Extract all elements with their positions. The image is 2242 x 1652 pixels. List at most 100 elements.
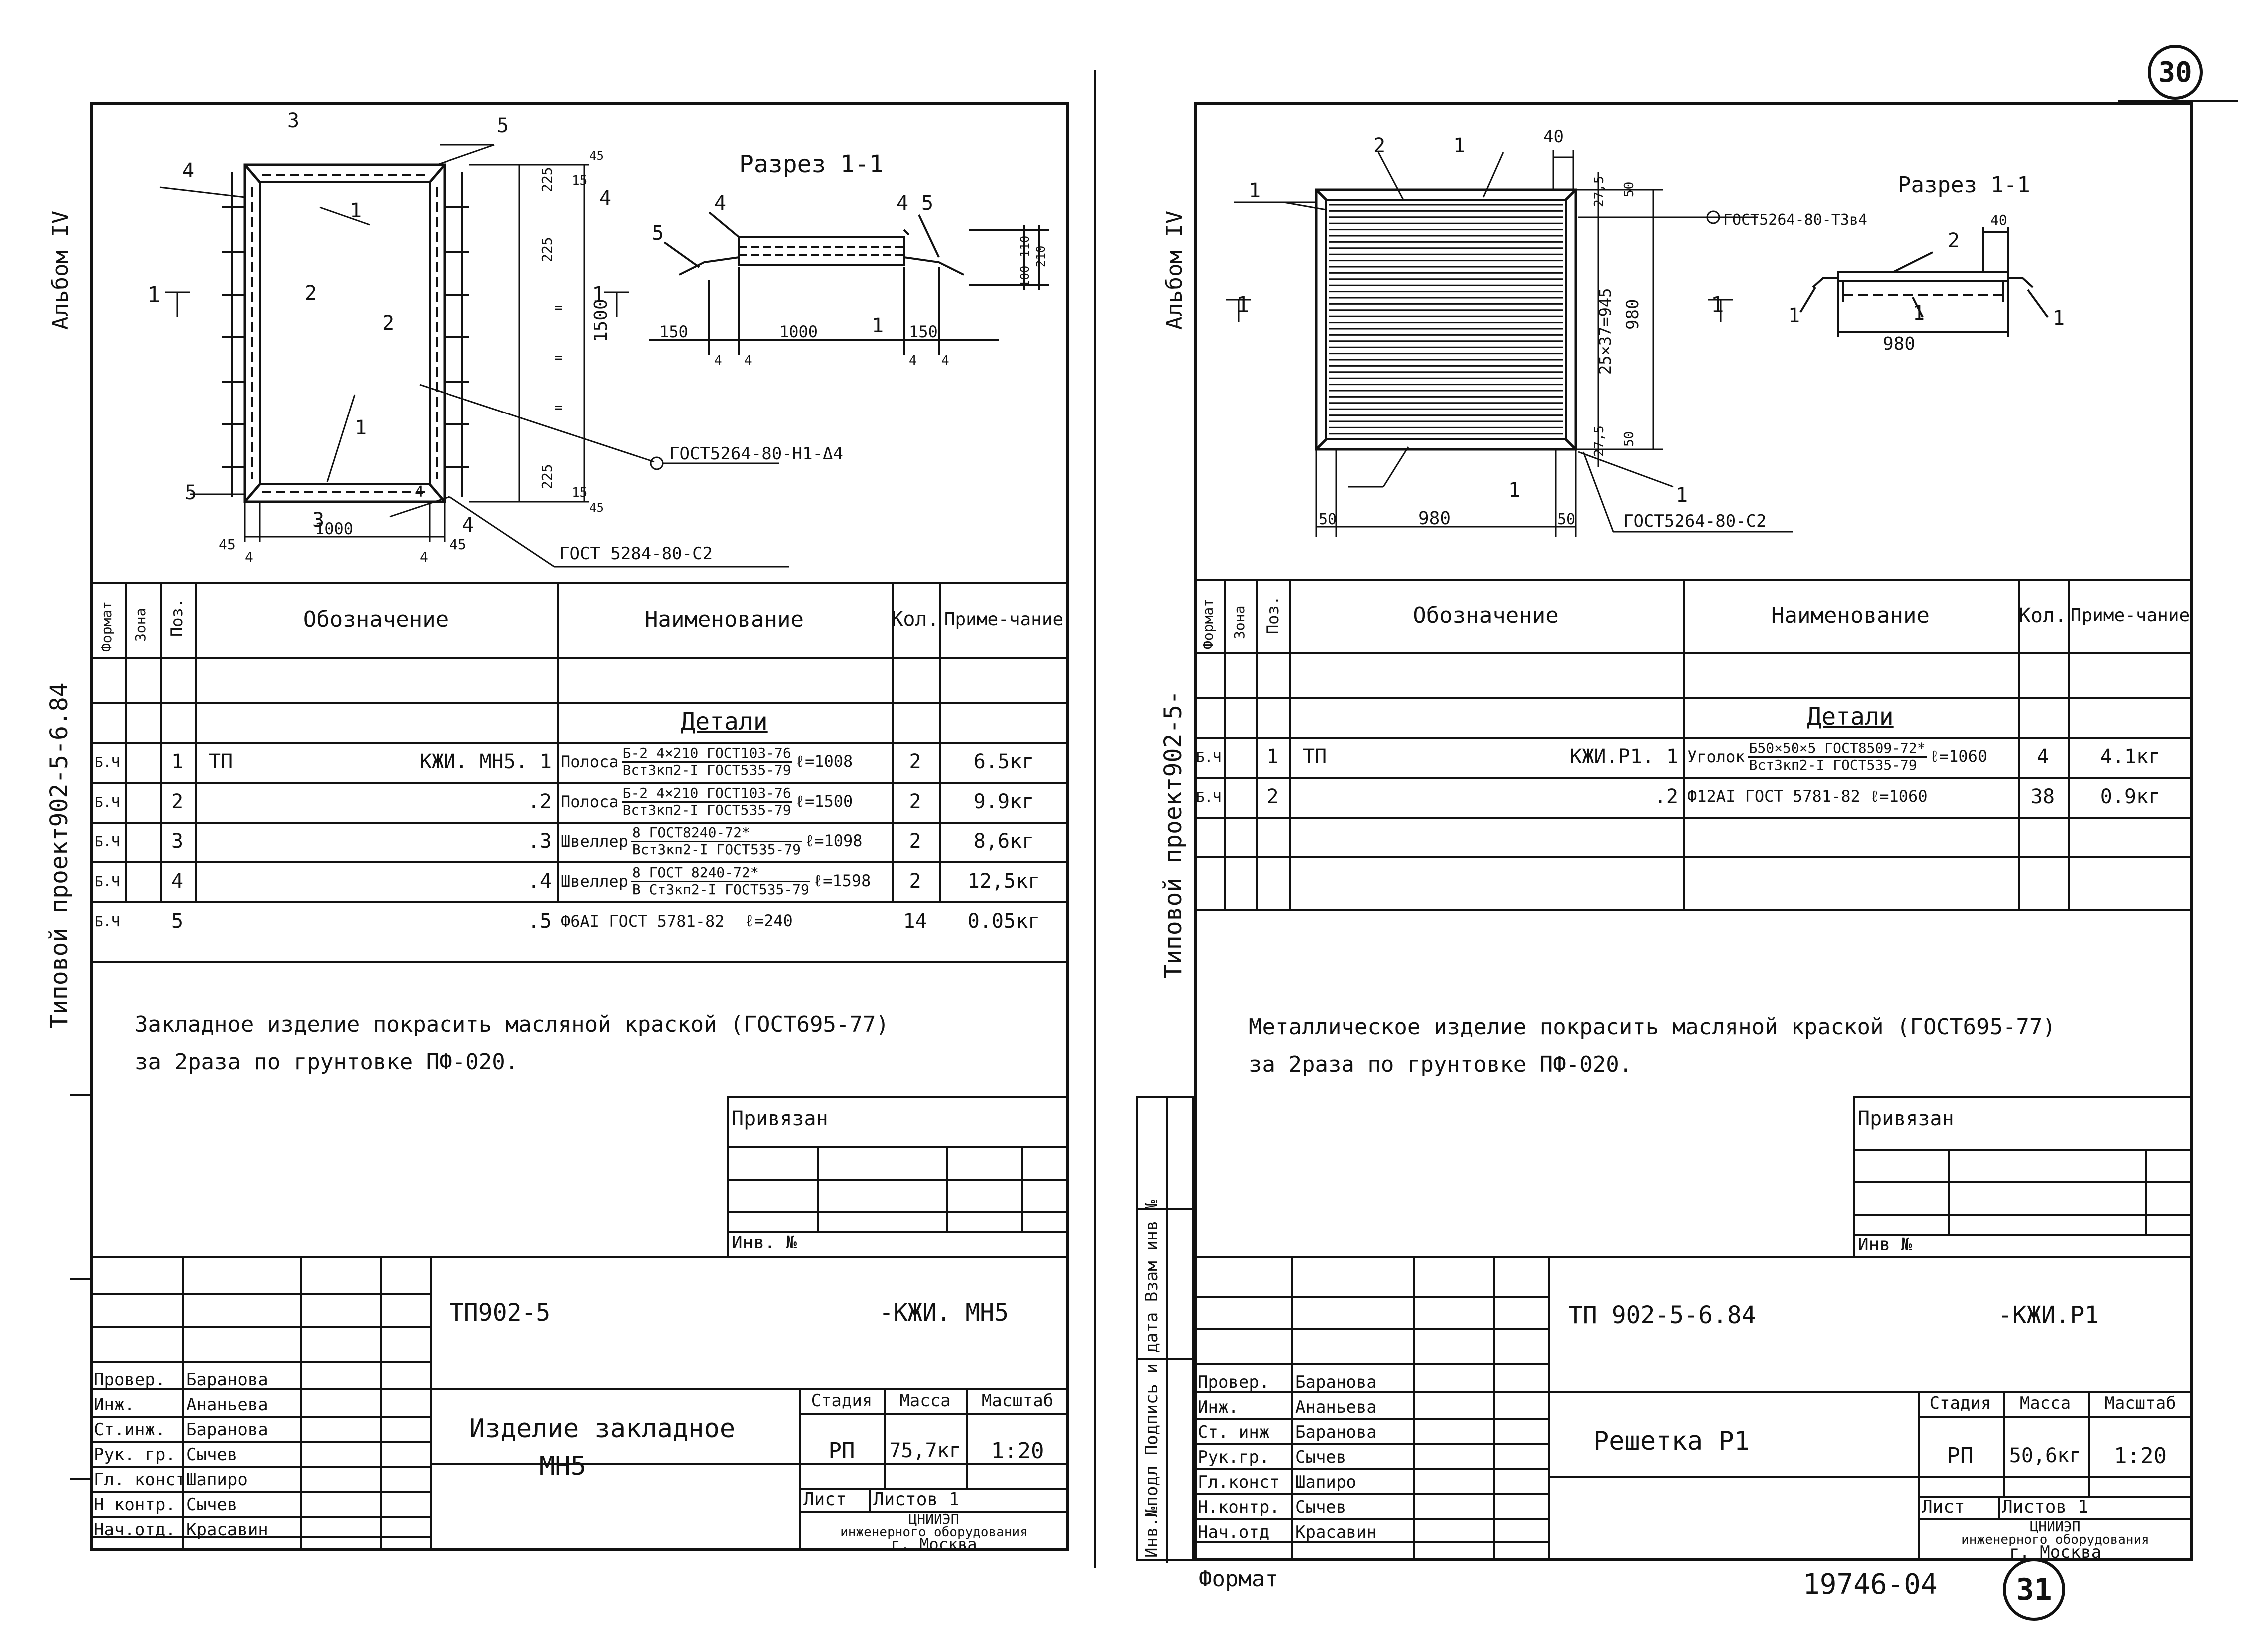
row-name-text: Ф6АI ГОСТ 5781-82 [561, 912, 725, 931]
top-rule [2118, 100, 2238, 102]
row-material-fraction: 8 ГОСТ8240-72*Вст3кп2-I ГОСТ535-79 [631, 825, 802, 858]
corner-number-text: 30 [2158, 56, 2192, 89]
svg-text:4: 4 [941, 353, 949, 368]
right-title-block: ТП 902-5-6.84 -КЖИ.Р1 Решетка Р1 Стадия … [1194, 1256, 2193, 1561]
svg-text:4: 4 [420, 549, 428, 565]
left-title-block: ТП902-5 -КЖИ. МН5 Изделие закладное МН5 … [90, 1256, 1069, 1552]
svg-text:1: 1 [592, 282, 605, 308]
svg-text:ГОСТ5264-80-Н1-Δ4: ГОСТ5264-80-Н1-Δ4 [669, 444, 843, 464]
signer-role: Гл. конст. [94, 1470, 182, 1490]
signer-role: Инж. [1198, 1397, 1239, 1417]
left-stage: РП [828, 1438, 855, 1464]
right-header-designation: Обозначение [1413, 603, 1559, 628]
right-header-pos: Поз. [1263, 595, 1282, 634]
right-inv: Инв № [1858, 1235, 1912, 1255]
svg-text:2: 2 [1373, 134, 1385, 157]
row-quantity: 2 [909, 750, 921, 773]
svg-text:=: = [554, 399, 563, 415]
row-material-steel: Вст3кп2-I ГОСТ535-79 [1749, 756, 1917, 773]
left-note-line2: за 2раза по грунтовке ПФ-020. [135, 1049, 519, 1075]
right-org-line2: инженерного оборудования [1961, 1533, 2149, 1546]
svg-text:Разрез 1-1: Разрез 1-1 [1898, 172, 2030, 198]
svg-text:25×37=945: 25×37=945 [1596, 288, 1615, 375]
row-quantity: 2 [909, 790, 921, 813]
svg-text:50: 50 [1622, 431, 1637, 447]
left-header-note: Приме-чание [944, 609, 1064, 630]
row-quantity: 14 [903, 910, 927, 933]
row-length: ℓ=1098 [805, 831, 863, 850]
svg-text:2: 2 [382, 312, 394, 335]
left-stage-label: Стадия [811, 1391, 873, 1411]
row-format: Б.Ч [94, 753, 120, 770]
svg-text:1: 1 [355, 416, 367, 439]
row-material-steel: Вст3кп2-I ГОСТ535-79 [622, 801, 791, 818]
signer-name: Сычев [1295, 1447, 1346, 1467]
svg-text:1: 1 [1676, 484, 1688, 507]
svg-text:5: 5 [497, 114, 509, 137]
row-note: 0.05кг [967, 910, 1040, 933]
margin-tick [70, 1478, 90, 1480]
fold-line [1094, 70, 1096, 1568]
svg-text:1500: 1500 [591, 299, 611, 342]
row-length: ℓ=1008 [795, 752, 853, 771]
right-stage: РП [1947, 1443, 1974, 1469]
left-header-qty: Кол. [892, 608, 939, 631]
left-code-right: -КЖИ. МН5 [879, 1299, 1009, 1327]
left-name-line2: МН5 [539, 1451, 586, 1481]
svg-text:=: = [554, 299, 563, 316]
row-length: ℓ=240 [744, 911, 793, 930]
right-sheet-frame [1194, 102, 2193, 1561]
left-album-label: Альбом IV [48, 210, 73, 330]
right-mass: 50,6кг [2009, 1444, 2082, 1467]
row-position: 4 [171, 870, 184, 893]
svg-text:ГОСТ 5284-80-С2: ГОСТ 5284-80-С2 [559, 544, 713, 564]
row-format: Б.Ч [94, 833, 120, 850]
left-scale-label: Масштаб [981, 1391, 1054, 1411]
row-material-fraction: Б50×50×5 ГОСТ8509-72*Вст3кп2-I ГОСТ535-7… [1748, 740, 1927, 773]
right-header-note: Приме-чание [2070, 605, 2190, 626]
row-material-profile: Б-2 4×210 ГОСТ103-76 [621, 745, 792, 763]
row-position: 5 [171, 910, 184, 933]
svg-text:4: 4 [415, 483, 424, 501]
signer-name: Баранова [1295, 1372, 1377, 1392]
signer-name: Красавин [186, 1520, 268, 1540]
format-label: Формат [1199, 1566, 1278, 1592]
row-material-steel: Вст3кп2-I ГОСТ535-79 [632, 841, 801, 858]
svg-text:27,5: 27,5 [1592, 425, 1607, 457]
svg-text:4: 4 [897, 192, 908, 215]
right-privyazan: Привязан [1858, 1107, 1954, 1130]
left-scale: 1:20 [991, 1438, 1044, 1464]
svg-text:1: 1 [1453, 134, 1465, 157]
svg-text:50: 50 [1557, 511, 1575, 528]
row-quantity: 4 [2036, 745, 2049, 768]
svg-text:1: 1 [1508, 479, 1520, 502]
svg-text:50: 50 [1622, 182, 1637, 197]
left-project-label: Типовой проект902-5-6.84 [45, 682, 73, 1029]
svg-text:1: 1 [1711, 292, 1724, 318]
row-format: Б.Ч [94, 873, 120, 890]
signer-role: Провер. [1198, 1372, 1270, 1392]
signer-role: Ст. инж [1198, 1422, 1270, 1442]
row-designation: .3 [527, 830, 552, 853]
left-header-name: Наименование [645, 606, 804, 632]
row-note: 0.9кг [2100, 785, 2161, 808]
signer-name: Сычев [1295, 1497, 1346, 1517]
right-scale-label: Масштаб [2104, 1393, 2176, 1413]
left-org-line2: инженерного оборудования [840, 1526, 1028, 1539]
signer-role: Рук.гр. [1198, 1447, 1270, 1467]
row-position: 3 [171, 830, 184, 853]
signer-name: Красавин [1295, 1522, 1377, 1542]
svg-text:1: 1 [1913, 302, 1925, 325]
row-name-text: Ф12АI ГОСТ 5781-82 ℓ=1060 [1687, 787, 1928, 806]
svg-text:225: 225 [539, 464, 555, 489]
right-mass-label: Масса [2019, 1393, 2071, 1413]
row-name-text: Полоса [561, 792, 619, 811]
row-name-text: Уголок [1687, 747, 1745, 766]
svg-text:1: 1 [872, 314, 884, 337]
